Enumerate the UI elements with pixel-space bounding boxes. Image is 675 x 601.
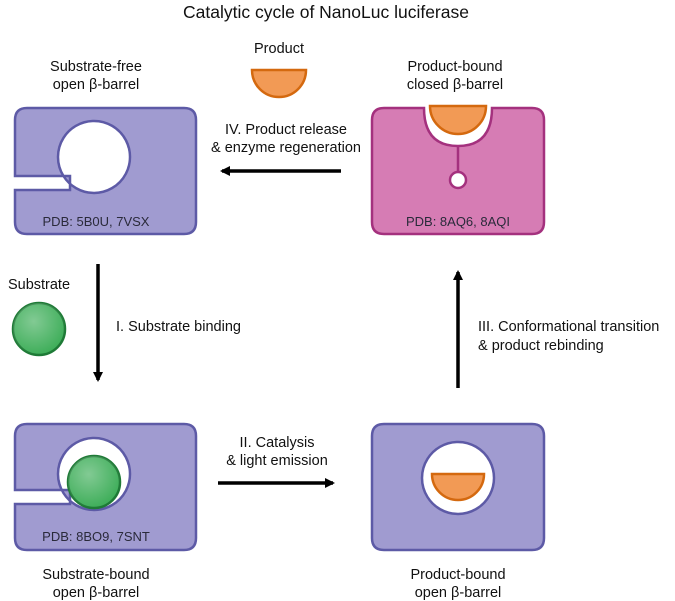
step-iii-label-2: & product rebinding (478, 338, 604, 354)
product-bound-open-label-2: open β-barrel (415, 585, 502, 601)
step-iv-label-1: IV. Product release (225, 122, 347, 138)
product-bound-closed-label-1: Product-bound (407, 59, 502, 75)
product-molecule (250, 68, 308, 99)
substrate-bound-label-1: Substrate-bound (42, 567, 149, 583)
product-label: Product (254, 41, 304, 57)
step-iv-label-2: & enzyme regeneration (211, 140, 361, 156)
substrate-label: Substrate (8, 277, 70, 293)
barrel-body (370, 422, 546, 552)
barrel-body (13, 106, 198, 236)
substrate-shine (13, 303, 65, 355)
enzyme-product-bound-closed: Product-bound closed β-barrel PDB: 8AQ6,… (370, 59, 546, 236)
step-ii-label-2: & light emission (226, 453, 328, 469)
product-bound-closed-label-2: closed β-barrel (407, 77, 503, 93)
free-product: Product (250, 41, 308, 99)
free-substrate: Substrate (8, 277, 70, 357)
enzyme-product-bound-open: Product-bound open β-barrel (370, 422, 546, 601)
bound-product-molecule (430, 472, 486, 502)
substrate-bound-pdb: PDB: 8BO9, 7SNT (42, 529, 150, 544)
substrate-bound-label-2: open β-barrel (53, 585, 140, 601)
barrel-body (13, 422, 198, 552)
step-ii-label-1: II. Catalysis (240, 435, 315, 451)
substrate-free-label-2: open β-barrel (53, 77, 140, 93)
enzyme-substrate-bound: PDB: 8BO9, 7SNT Substrate-bound open β-b… (13, 422, 198, 601)
step-iii-label-1: III. Conformational transition (478, 319, 659, 335)
closed-barrel-pore (448, 170, 468, 190)
bound-product-molecule (428, 104, 488, 136)
substrate-free-label-1: Substrate-free (50, 59, 142, 75)
substrate-shine (68, 456, 120, 508)
substrate-free-pdb: PDB: 5B0U, 7VSX (43, 214, 150, 229)
diagram-title: Catalytic cycle of NanoLuc luciferase (183, 2, 469, 22)
product-bound-open-label-1: Product-bound (410, 567, 505, 583)
enzyme-substrate-free: Substrate-free open β-barrel PDB: 5B0U, … (13, 59, 198, 236)
step-i-label: I. Substrate binding (116, 319, 241, 335)
product-bound-closed-pdb: PDB: 8AQ6, 8AQI (406, 214, 510, 229)
